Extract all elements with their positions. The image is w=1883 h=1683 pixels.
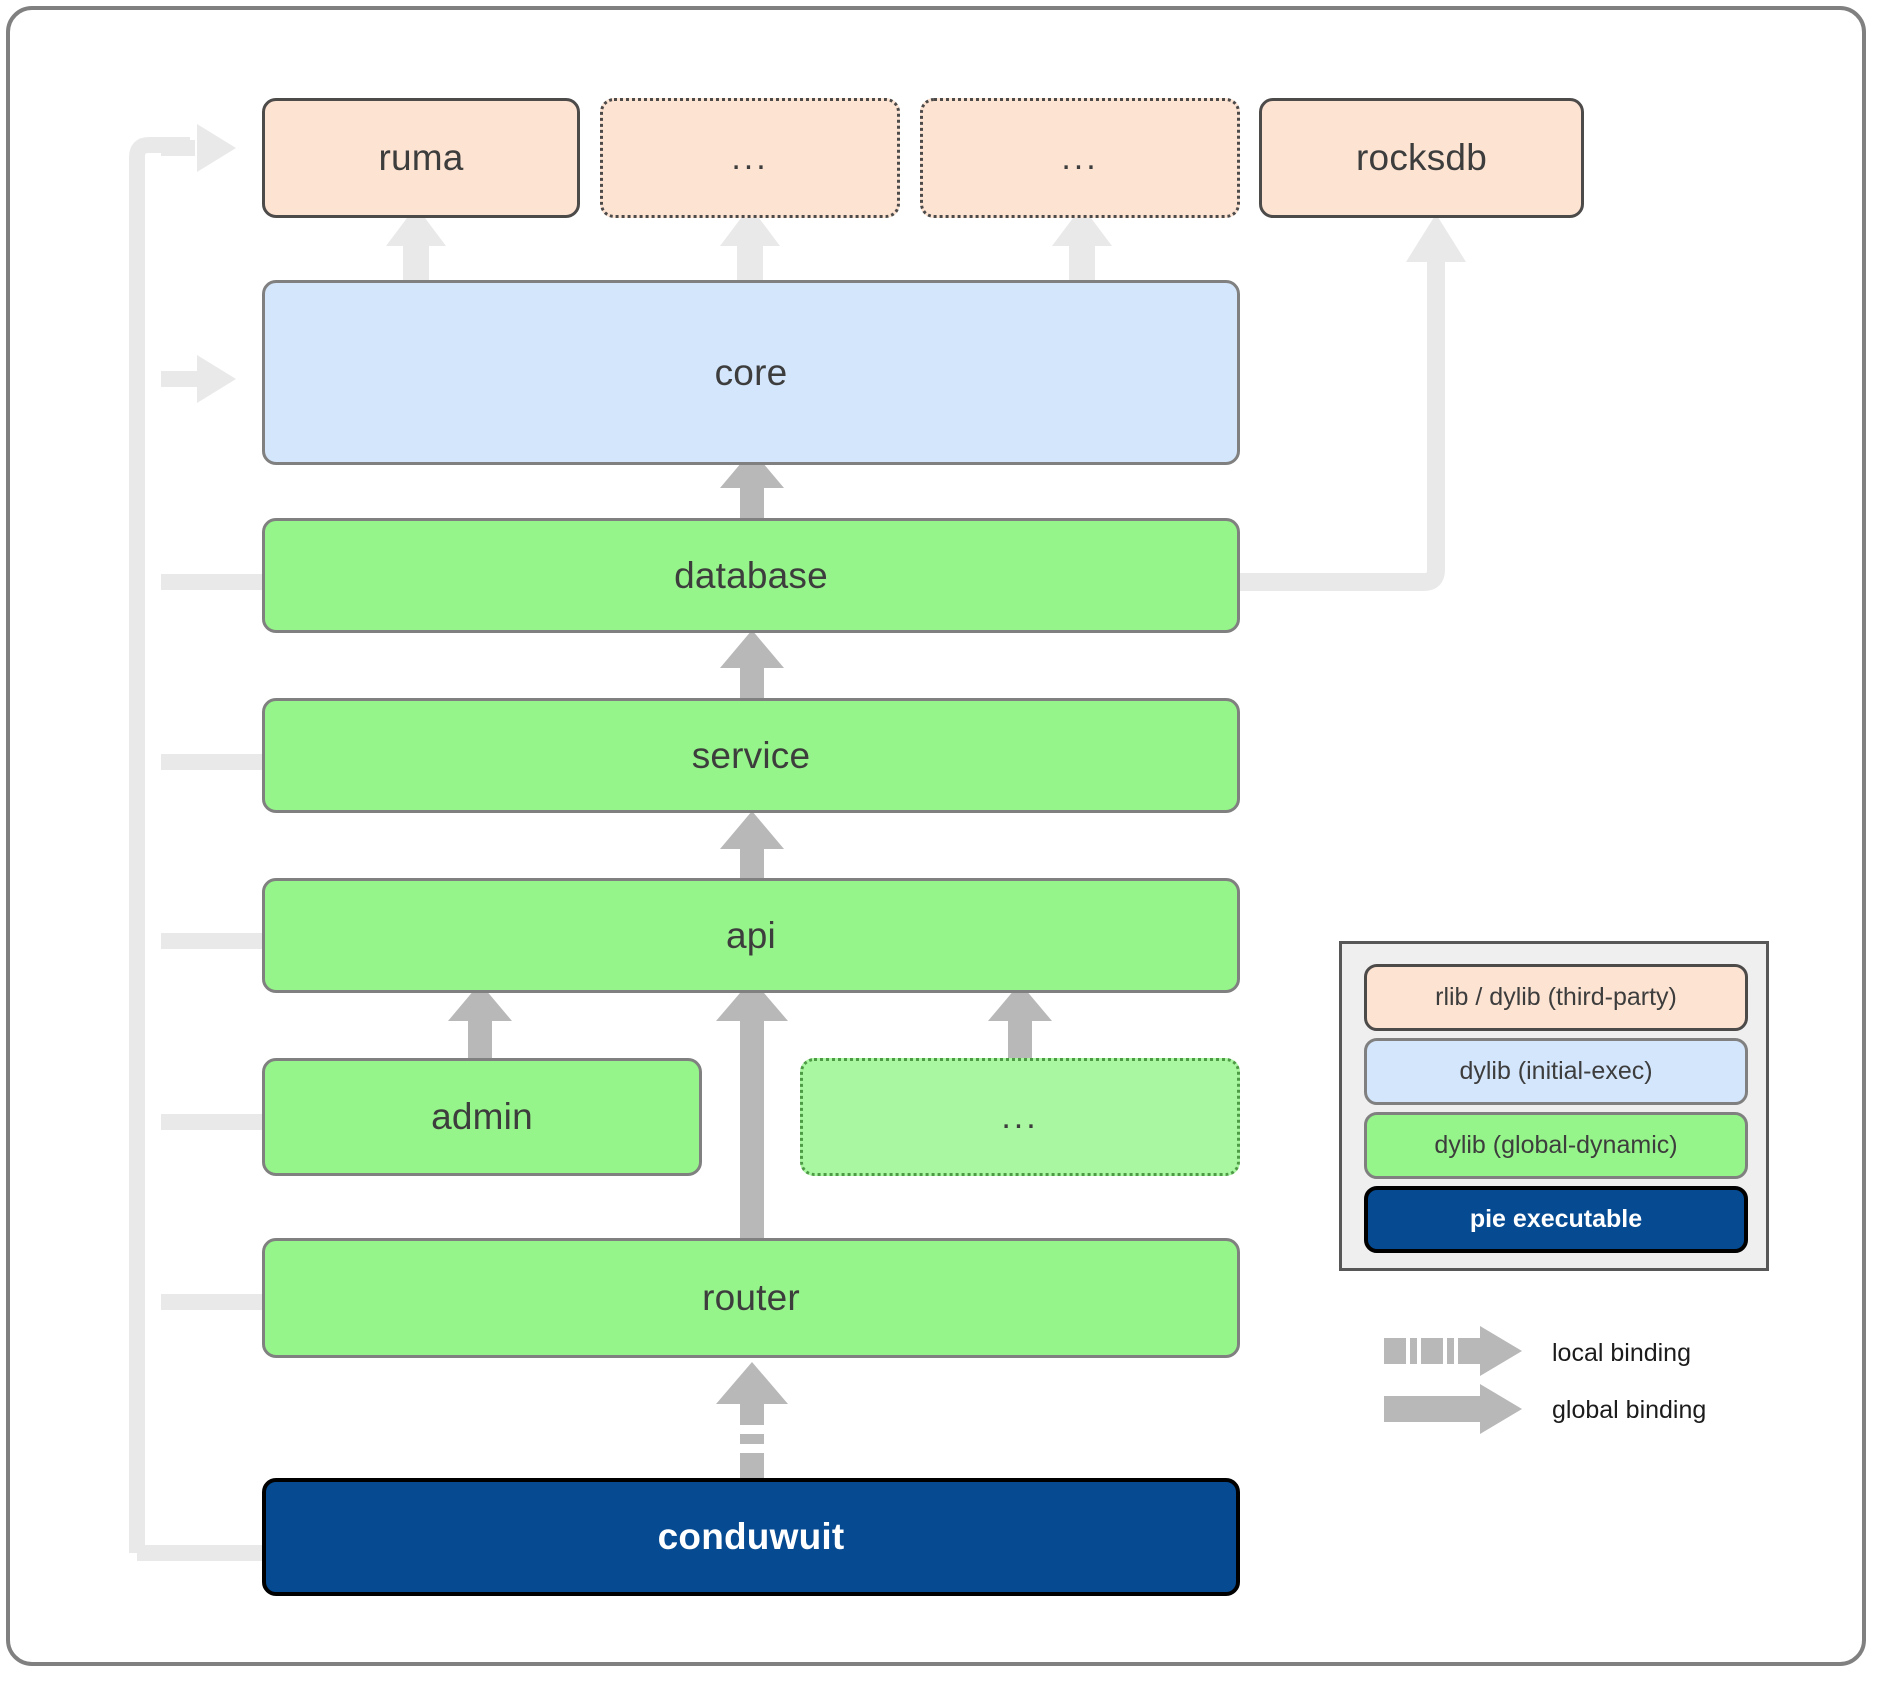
node-label-third-party-ellipsis-1: ... bbox=[731, 138, 769, 177]
node-admin[interactable]: admin bbox=[262, 1058, 702, 1176]
node-label-global-dynamic-ellipsis: ... bbox=[1001, 1097, 1039, 1136]
node-ruma[interactable]: ruma bbox=[262, 98, 580, 218]
legend-panel: rlib / dylib (third-party) dylib (initia… bbox=[1339, 941, 1769, 1434]
node-label-admin: admin bbox=[431, 1096, 533, 1137]
legend-label-initial-exec: dylib (initial-exec) bbox=[1459, 1057, 1653, 1085]
node-global-dynamic-ellipsis[interactable]: ... bbox=[800, 1058, 1240, 1176]
legend-label-global-binding: global binding bbox=[1552, 1396, 1707, 1424]
node-api[interactable]: api bbox=[262, 878, 1240, 993]
node-label-rocksdb: rocksdb bbox=[1356, 137, 1487, 178]
legend-swatch-global-dynamic: dylib (global-dynamic) bbox=[1364, 1112, 1748, 1179]
node-label-core: core bbox=[714, 351, 788, 393]
legend-binding-arrows bbox=[1384, 1326, 1522, 1434]
node-core[interactable]: core bbox=[262, 280, 1240, 465]
legend-swatch-third-party: rlib / dylib (third-party) bbox=[1364, 964, 1748, 1031]
node-label-database: database bbox=[674, 554, 828, 596]
global-binding-arrow-icon bbox=[1384, 1384, 1522, 1434]
node-label-api: api bbox=[726, 914, 776, 956]
node-router[interactable]: router bbox=[262, 1238, 1240, 1358]
node-label-service: service bbox=[691, 734, 811, 776]
node-label-router: router bbox=[702, 1277, 800, 1318]
node-service[interactable]: service bbox=[262, 698, 1240, 813]
node-label-ruma: ruma bbox=[378, 137, 464, 178]
legend-swatch-initial-exec: dylib (initial-exec) bbox=[1364, 1038, 1748, 1105]
local-binding-arrow-icon bbox=[1384, 1326, 1522, 1376]
node-database[interactable]: database bbox=[262, 518, 1240, 633]
node-third-party-ellipsis-2[interactable]: ... bbox=[920, 98, 1240, 218]
legend-label-local-binding: local binding bbox=[1552, 1339, 1691, 1367]
legend-label-third-party: rlib / dylib (third-party) bbox=[1435, 983, 1677, 1011]
node-label-conduwuit: conduwuit bbox=[657, 1516, 845, 1557]
node-label-third-party-ellipsis-2: ... bbox=[1061, 138, 1099, 177]
legend-swatch-pie-executable: pie executable bbox=[1364, 1186, 1748, 1253]
legend-label-pie-executable: pie executable bbox=[1469, 1205, 1643, 1233]
node-rocksdb[interactable]: rocksdb bbox=[1259, 98, 1584, 218]
node-third-party-ellipsis-1[interactable]: ... bbox=[600, 98, 900, 218]
legend-label-global-dynamic: dylib (global-dynamic) bbox=[1434, 1131, 1678, 1159]
node-conduwuit[interactable]: conduwuit bbox=[262, 1478, 1240, 1596]
